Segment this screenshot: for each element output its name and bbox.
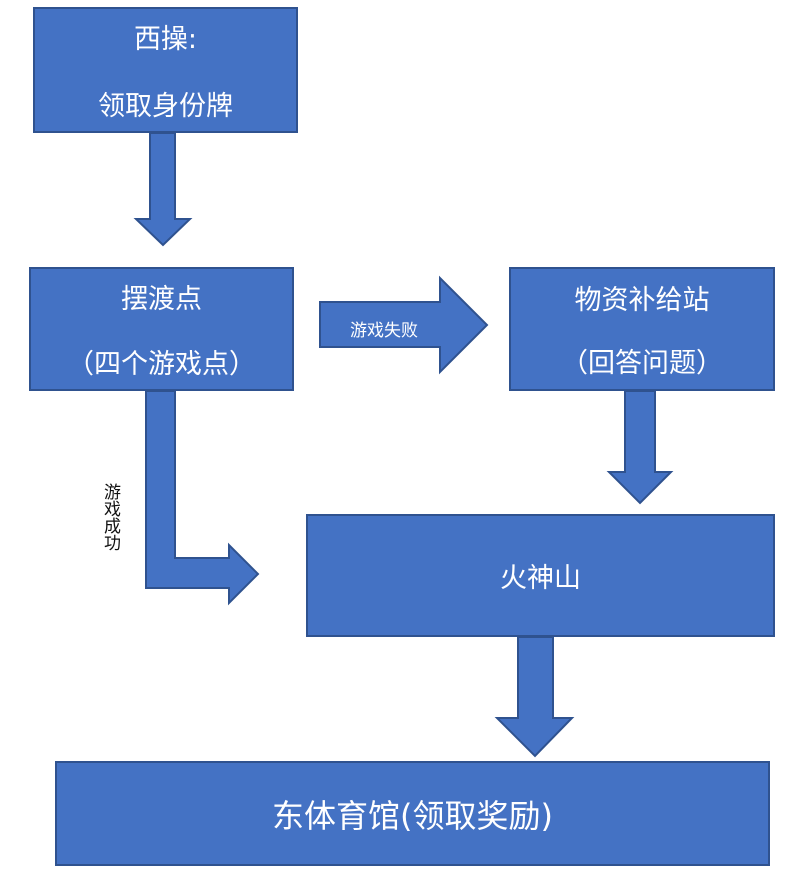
final-box-label: 东体育馆(领取奖励) [272, 796, 553, 835]
mountain-box: 火神山 [306, 514, 775, 637]
edge-label-fail: 游戏失败 [350, 321, 418, 341]
arrow-ferry-to-mountain [145, 390, 260, 606]
start-box-subtitle: 领取身份牌 [98, 91, 233, 122]
ferry-box: 摆渡点 （四个游戏点） [29, 267, 294, 391]
start-box-title: 西操: [133, 24, 198, 55]
final-box: 东体育馆(领取奖励) [55, 761, 770, 866]
edge-label-success: 游戏成功 [100, 483, 120, 551]
arrow-supply-to-mountain [606, 390, 674, 505]
supply-box-title: 物资补给站 [574, 285, 710, 316]
arrow-start-to-ferry [133, 132, 193, 247]
ferry-box-title: 摆渡点 [121, 284, 202, 315]
supply-box-subtitle: （回答问题） [561, 348, 723, 379]
ferry-box-subtitle: （四个游戏点） [67, 349, 256, 380]
arrow-mountain-to-final [494, 636, 575, 758]
arrow-ferry-to-supply [319, 275, 489, 375]
start-box: 西操: 领取身份牌 [33, 7, 298, 133]
mountain-box-label: 火神山 [500, 563, 581, 594]
supply-box: 物资补给站 （回答问题） [509, 267, 775, 391]
